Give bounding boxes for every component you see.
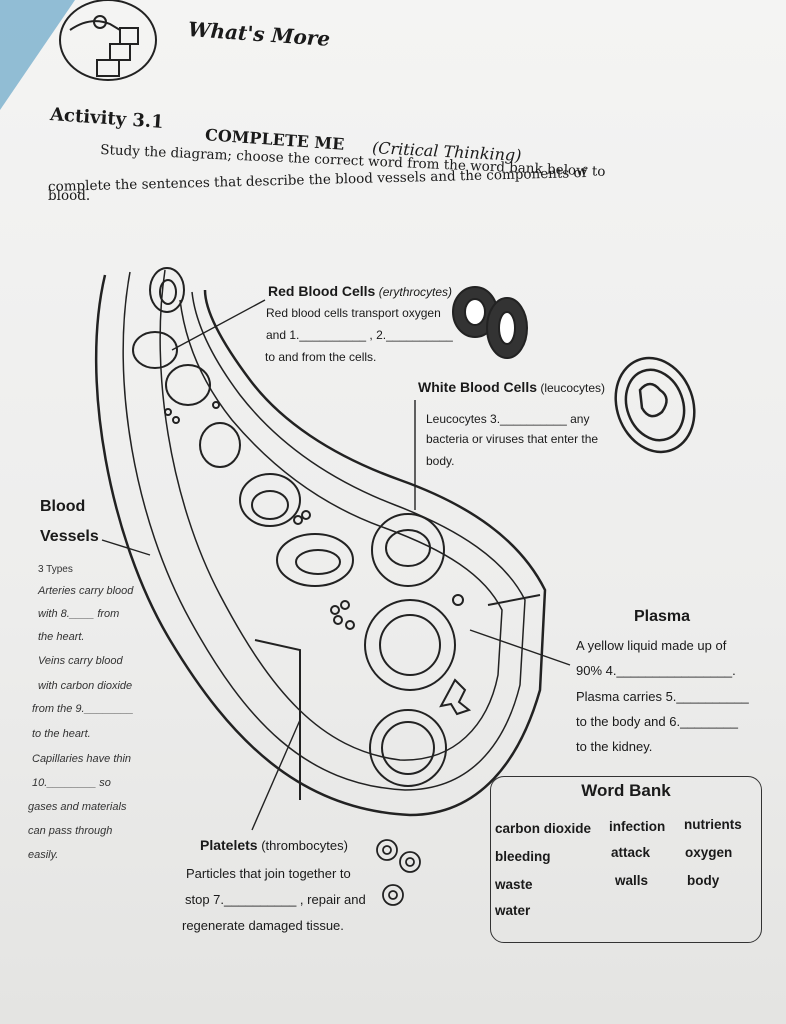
- platelets-title: Platelets: [200, 837, 258, 853]
- plasma-line-4: to the body and 6.________: [576, 714, 738, 729]
- vessels-line-6: from the 9.________: [32, 703, 134, 715]
- word-bank-item: body: [687, 873, 720, 888]
- word-bank-item: water: [495, 903, 531, 918]
- word-bank-title: Word Bank: [581, 781, 671, 800]
- vessels-line-8: Capillaries have thin: [32, 753, 132, 765]
- plasma-line-3: Plasma carries 5.__________: [576, 689, 749, 704]
- word-bank-item: walls: [615, 873, 649, 888]
- word-bank-item: oxygen: [685, 845, 733, 860]
- activity-icon: [59, 0, 157, 81]
- wbc-line-2: bacteria or viruses that enter the: [426, 432, 599, 446]
- vessels-title-2: Vessels: [40, 528, 99, 545]
- word-bank-item: bleeding: [495, 849, 551, 864]
- blood-cells: [132, 267, 472, 787]
- vessels-line-9: 10.________ so: [32, 777, 111, 789]
- vessels-line-10: gases and materials: [28, 801, 127, 813]
- wbc-icon: [614, 356, 696, 454]
- rbc-line-3: to and from the cells.: [265, 350, 377, 364]
- vessels-line-3: the heart.: [38, 631, 85, 643]
- word-bank-item: infection: [609, 819, 666, 834]
- word-bank-item: nutrients: [684, 817, 742, 832]
- instructions-line-3: blood.: [48, 188, 91, 204]
- vessels-line-0: 3 Types: [38, 564, 73, 575]
- rbc-heading: Red Blood Cells (erythrocytes): [268, 282, 452, 302]
- vessels-line-1: Arteries carry blood: [38, 585, 134, 597]
- platelets-line-1: Particles that join together to: [186, 866, 351, 881]
- wbc-line-1: Leucocytes 3.__________ any: [426, 412, 590, 426]
- word-bank-box: Word Bank carbon dioxide infection nutri…: [490, 776, 762, 943]
- vessels-line-7: to the heart.: [32, 728, 91, 740]
- vessels-line-4: Veins carry blood: [38, 655, 123, 667]
- platelets-heading: Platelets (thrombocytes): [200, 836, 348, 855]
- rbc-title: Red Blood Cells: [268, 283, 376, 299]
- wbc-heading: White Blood Cells (leucocytes): [418, 378, 605, 398]
- word-bank-item: carbon dioxide: [495, 821, 592, 836]
- word-bank-item: waste: [495, 877, 533, 892]
- leader-lines: [101, 299, 571, 831]
- plasma-line-5: to the kidney.: [576, 739, 653, 754]
- vessels-line-12: easily.: [28, 849, 59, 861]
- platelets-sci-name: (thrombocytes): [261, 838, 348, 853]
- wbc-title: White Blood Cells: [418, 379, 537, 395]
- rbc-sci-name: (erythrocytes): [378, 285, 453, 299]
- vessels-line-11: can pass through: [28, 825, 113, 837]
- platelets-line-3: regenerate damaged tissue.: [182, 918, 344, 933]
- platelet-icons: [376, 839, 421, 906]
- wbc-sci-name: (leucocytes): [540, 381, 606, 395]
- rbc-icon: [452, 286, 528, 359]
- rbc-line-2: and 1.__________ , 2.__________: [266, 328, 453, 342]
- plasma-title: Plasma: [634, 608, 691, 625]
- blood-vessel-drawing: [94, 269, 547, 817]
- plasma-line-1: A yellow liquid made up of: [576, 638, 727, 653]
- platelets-line-2: stop 7.__________ , repair and: [185, 892, 366, 907]
- word-bank-item: attack: [611, 845, 651, 860]
- rbc-line-1: Red blood cells transport oxygen: [266, 306, 441, 320]
- plasma-line-2: 90% 4.________________.: [576, 663, 736, 678]
- vessels-line-5: with carbon dioxide: [38, 680, 133, 692]
- vessels-line-2: with 8.____ from: [38, 608, 120, 620]
- vessels-title-1: Blood: [40, 498, 86, 515]
- wbc-line-3: body.: [426, 454, 455, 468]
